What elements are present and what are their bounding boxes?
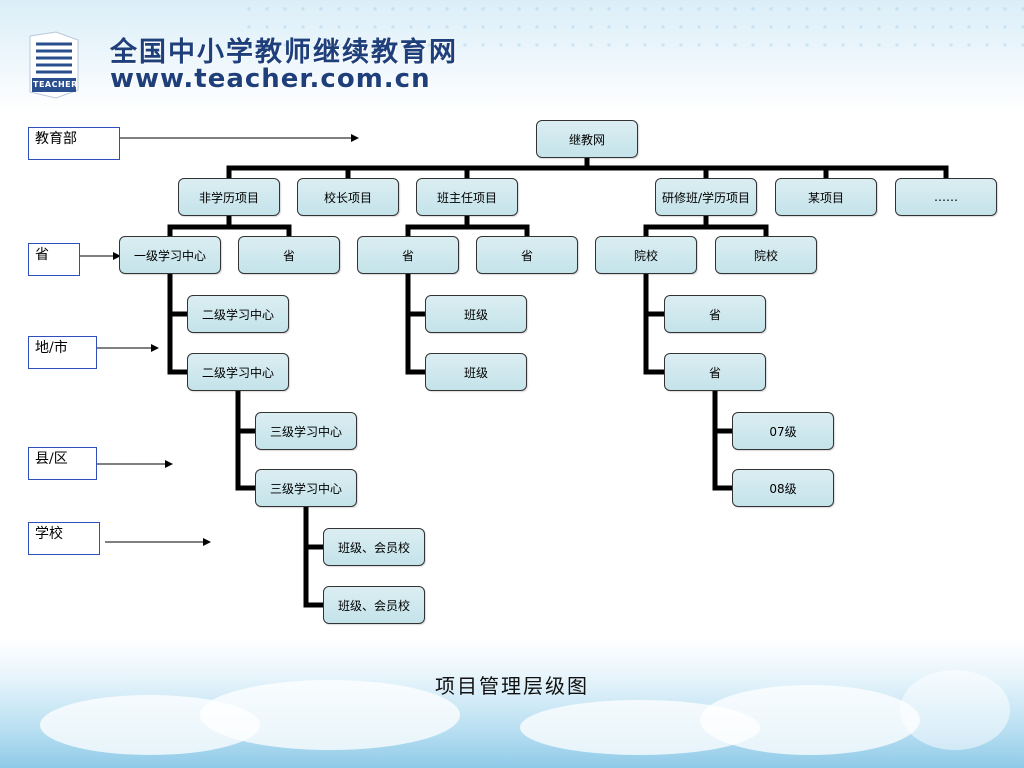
teacher-logo: TEACHER bbox=[26, 30, 82, 102]
node-head-teacher-project: 班主任项目 bbox=[416, 178, 518, 216]
node-class-member-school: 班级、会员校 bbox=[323, 528, 425, 566]
node-province: 省 bbox=[476, 236, 578, 274]
node-some-project: 某项目 bbox=[775, 178, 877, 216]
site-header: TEACHER 全国中小学教师继续教育网 www.teacher.com.cn bbox=[0, 0, 1024, 112]
node-root: 继教网 bbox=[536, 120, 638, 158]
footer-clouds bbox=[0, 640, 1024, 768]
node-province: 省 bbox=[357, 236, 459, 274]
node-level2-center: 二级学习中心 bbox=[187, 295, 289, 333]
node-level2-center: 二级学习中心 bbox=[187, 353, 289, 391]
node-province: 省 bbox=[664, 353, 766, 391]
node-province: 省 bbox=[238, 236, 340, 274]
level-label-city: 地/市 bbox=[28, 336, 97, 369]
node-class: 班级 bbox=[425, 353, 527, 391]
level-label-county: 县/区 bbox=[28, 447, 97, 480]
node-non-degree-project: 非学历项目 bbox=[178, 178, 280, 216]
node-college: 院校 bbox=[595, 236, 697, 274]
node-class-member-school: 班级、会员校 bbox=[323, 586, 425, 624]
node-principal-project: 校长项目 bbox=[297, 178, 399, 216]
level-label-school: 学校 bbox=[28, 522, 100, 555]
node-province: 省 bbox=[664, 295, 766, 333]
node-class: 班级 bbox=[425, 295, 527, 333]
node-level1-center: 一级学习中心 bbox=[119, 236, 221, 274]
site-title: 全国中小学教师继续教育网 bbox=[110, 37, 458, 68]
node-college: 院校 bbox=[715, 236, 817, 274]
level-label-province: 省 bbox=[28, 243, 80, 276]
node-level3-center: 三级学习中心 bbox=[255, 412, 357, 450]
level-label-ministry: 教育部 bbox=[28, 127, 120, 160]
diagram-caption: 项目管理层级图 bbox=[435, 674, 589, 698]
node-grade-07: 07级 bbox=[732, 412, 834, 450]
node-grade-08: 08级 bbox=[732, 469, 834, 507]
node-level3-center: 三级学习中心 bbox=[255, 469, 357, 507]
site-url: www.teacher.com.cn bbox=[110, 64, 431, 94]
node-training-degree-project: 研修班/学历项目 bbox=[655, 178, 757, 216]
header-pattern bbox=[240, 0, 1024, 60]
logo-text: TEACHER bbox=[33, 80, 78, 89]
node-more: …… bbox=[895, 178, 997, 216]
